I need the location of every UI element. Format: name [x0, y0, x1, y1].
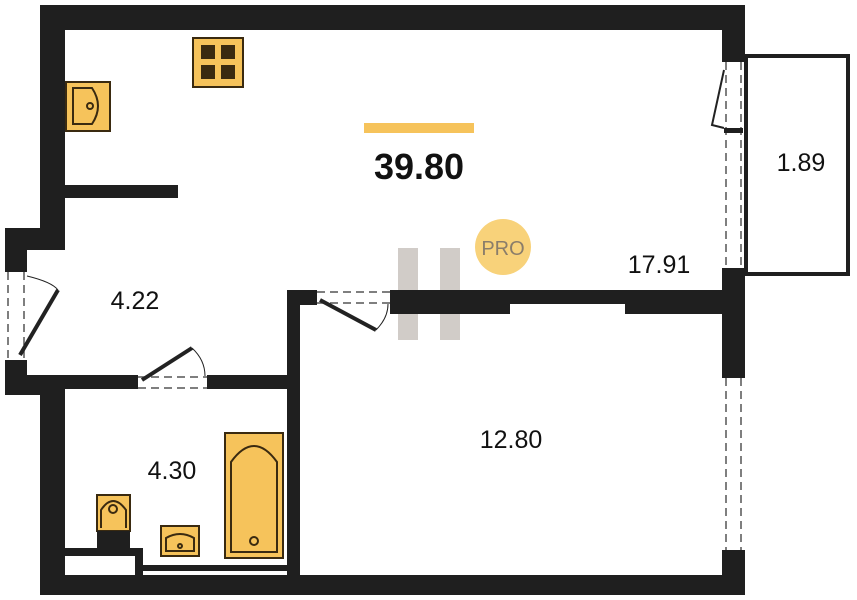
room-area-hallway: 4.22 [111, 287, 160, 315]
room-area-bedroom: 12.80 [480, 426, 543, 454]
total-area: 39.80 [374, 146, 464, 187]
total-area-accent-bar [364, 123, 474, 133]
room-area-bathroom: 4.30 [148, 457, 197, 485]
walls [5, 5, 745, 595]
window-living [710, 62, 743, 268]
kitchen-sink-icon [65, 81, 111, 132]
bathroom-sink-icon [160, 525, 200, 557]
room-area-balcony: 1.89 [777, 149, 826, 177]
balcony-outline [744, 54, 850, 276]
stove-icon [192, 37, 244, 88]
room-area-living-kitchen: 17.91 [628, 251, 691, 279]
pro-badge-label: PRO [481, 238, 524, 260]
pro-badge: PRO [475, 219, 531, 275]
entrance-door[interactable] [7, 272, 60, 360]
window-bedroom [725, 378, 742, 550]
bathtub-icon [224, 432, 284, 559]
bathroom-door[interactable] [138, 346, 207, 389]
toilet-icon [96, 494, 131, 548]
bedroom-door[interactable] [317, 291, 390, 332]
